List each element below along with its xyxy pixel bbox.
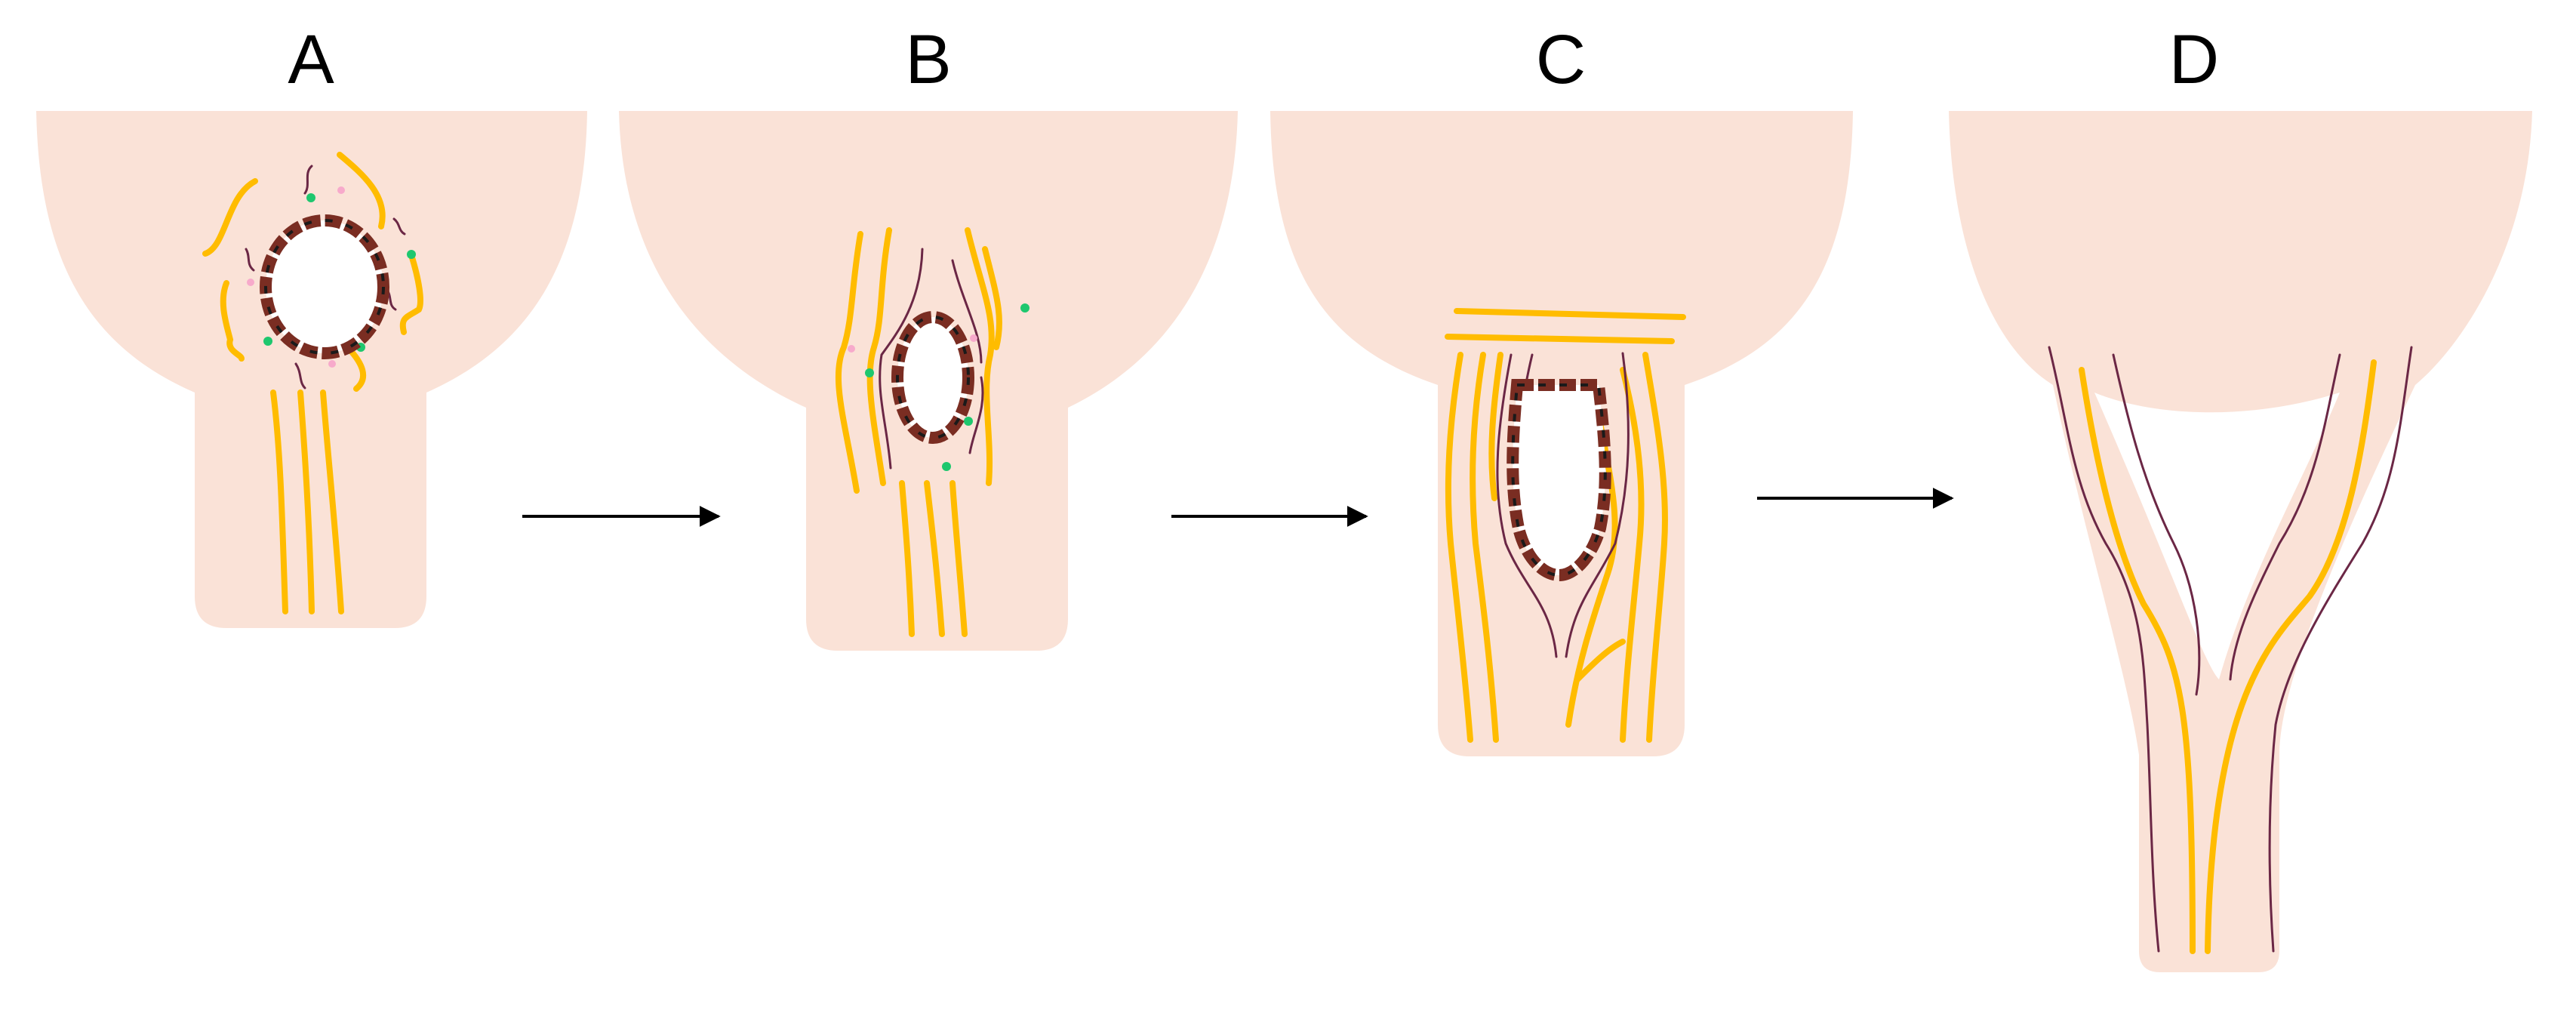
vessel-fragments-a [245,165,406,390]
collagen-fibers-c [1445,308,1686,743]
granular-dots-a [247,186,416,368]
tissue-shape-a [36,111,587,628]
gap-between-branches-d [2094,393,2340,679]
panel-a: A [36,21,587,628]
cell-ring-a [260,214,389,359]
collagen-fibers-d [2079,359,2377,954]
granular-dots-b [848,303,1029,471]
vessel-fragments-b [879,248,984,470]
collagen-fibers-a [202,152,423,614]
cell-ring-b [891,311,974,444]
cell-ring-c [1507,379,1611,582]
collagen-fibers-b [835,227,1002,637]
panel-label-a: A [288,21,334,98]
vessel-fragments-d [2048,346,2413,953]
panel-d: D [1949,21,2532,972]
panel-label-b: B [905,21,951,98]
panel-b: B [619,21,1238,651]
panel-label-d: D [2169,21,2219,98]
panel-c: C [1270,21,1853,756]
panel-label-c: C [1536,21,1586,98]
